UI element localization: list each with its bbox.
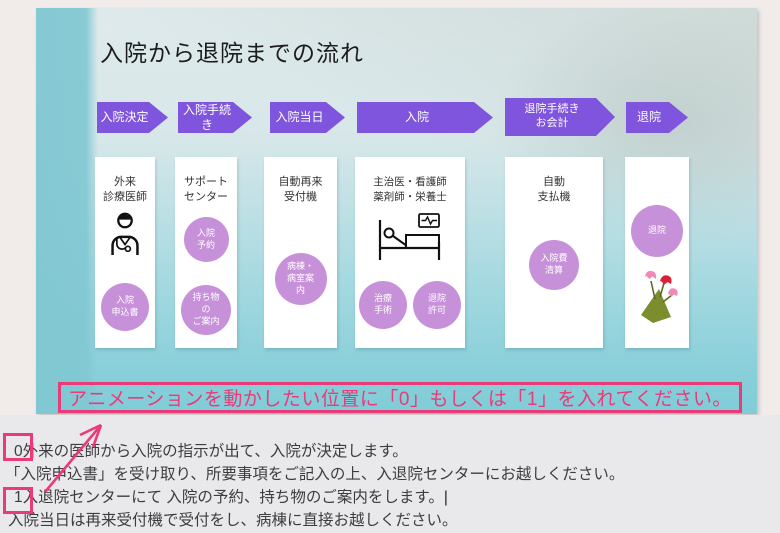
marker-box-0: [3, 433, 33, 461]
notes-line-2[interactable]: 「入院申込書」を受け取り、所要事項をご記入の上、入退院センターにお越しください。: [5, 466, 625, 483]
card-step-1[interactable]: 外来 診療医師 入院 申込書: [95, 157, 155, 348]
card-3-title: 自動再来 受付機: [278, 176, 323, 204]
arrow-step-1[interactable]: 入院決定: [97, 102, 168, 133]
circle-hospital-fee-settlement[interactable]: 入院費 清算: [529, 240, 579, 290]
arrow-step-2[interactable]: 入院手続き: [178, 102, 252, 133]
circle-discharge[interactable]: 退院: [631, 205, 683, 257]
doctor-icon: [102, 209, 148, 257]
arrow-step-5[interactable]: 退院手続き お会計: [505, 98, 615, 136]
arrow-step-4[interactable]: 入院: [357, 102, 493, 133]
bed-icon: [373, 212, 447, 262]
notes-line-4[interactable]: 入院当日は再来受付機で受付をし、病棟に直接お越しください。: [8, 512, 458, 529]
circle-belongings-guide[interactable]: 持ち物 の ご案内: [181, 285, 231, 335]
circle-treatment-surgery[interactable]: 治療 手術: [359, 281, 407, 329]
notes-line-3[interactable]: 1入退院センターにて 入院の予約、持ち物のご案内をします。|: [14, 489, 448, 506]
circle-admission-reservation[interactable]: 入院 予約: [183, 217, 229, 262]
animation-instruction-box[interactable]: アニメーションを動かしたい位置に「0」もしくは「1」を入れてください。: [58, 382, 742, 413]
marker-box-1: [3, 487, 33, 514]
slide-canvas[interactable]: 入院から退院までの流れ 入院決定 入院手続き 入院当日 入院 退院手続き お会計…: [36, 8, 757, 414]
circle-ward-guide[interactable]: 病棟・ 病室案 内: [274, 253, 327, 305]
notes-line-1[interactable]: 0外来の医師から入院の指示が出て、入院が決定します。: [14, 443, 408, 460]
arrow-step-3[interactable]: 入院当日: [270, 102, 345, 133]
text-cursor: |: [443, 489, 448, 506]
card-2-title: サポート センター: [184, 176, 228, 204]
card-step-2[interactable]: サポート センター 入院 予約 持ち物 の ご案内: [175, 157, 237, 348]
circle-admission-form[interactable]: 入院 申込書: [101, 283, 149, 331]
card-step-4[interactable]: 主治医・看護師 薬剤師・栄養士 治療 手術 退院 許可: [355, 157, 465, 348]
notes-text-area[interactable]: 0外来の医師から入院の指示が出て、入院が決定します。 「入院申込書」を受け取り、…: [0, 415, 780, 533]
slide-title[interactable]: 入院から退院までの流れ: [100, 40, 364, 66]
card-4-title: 主治医・看護師 薬剤師・栄養士: [373, 176, 447, 203]
card-5-title: 自動 支払機: [537, 176, 571, 204]
circle-discharge-permission[interactable]: 退院 許可: [413, 281, 461, 329]
card-step-3[interactable]: 自動再来 受付機 病棟・ 病室案 内: [264, 157, 337, 348]
bouquet-icon: [635, 269, 679, 325]
card-1-title: 外来 診療医師: [103, 176, 147, 204]
card-step-6[interactable]: 退院: [625, 157, 689, 348]
card-step-5[interactable]: 自動 支払機 入院費 清算: [505, 157, 603, 348]
arrow-step-6[interactable]: 退院: [626, 102, 688, 133]
